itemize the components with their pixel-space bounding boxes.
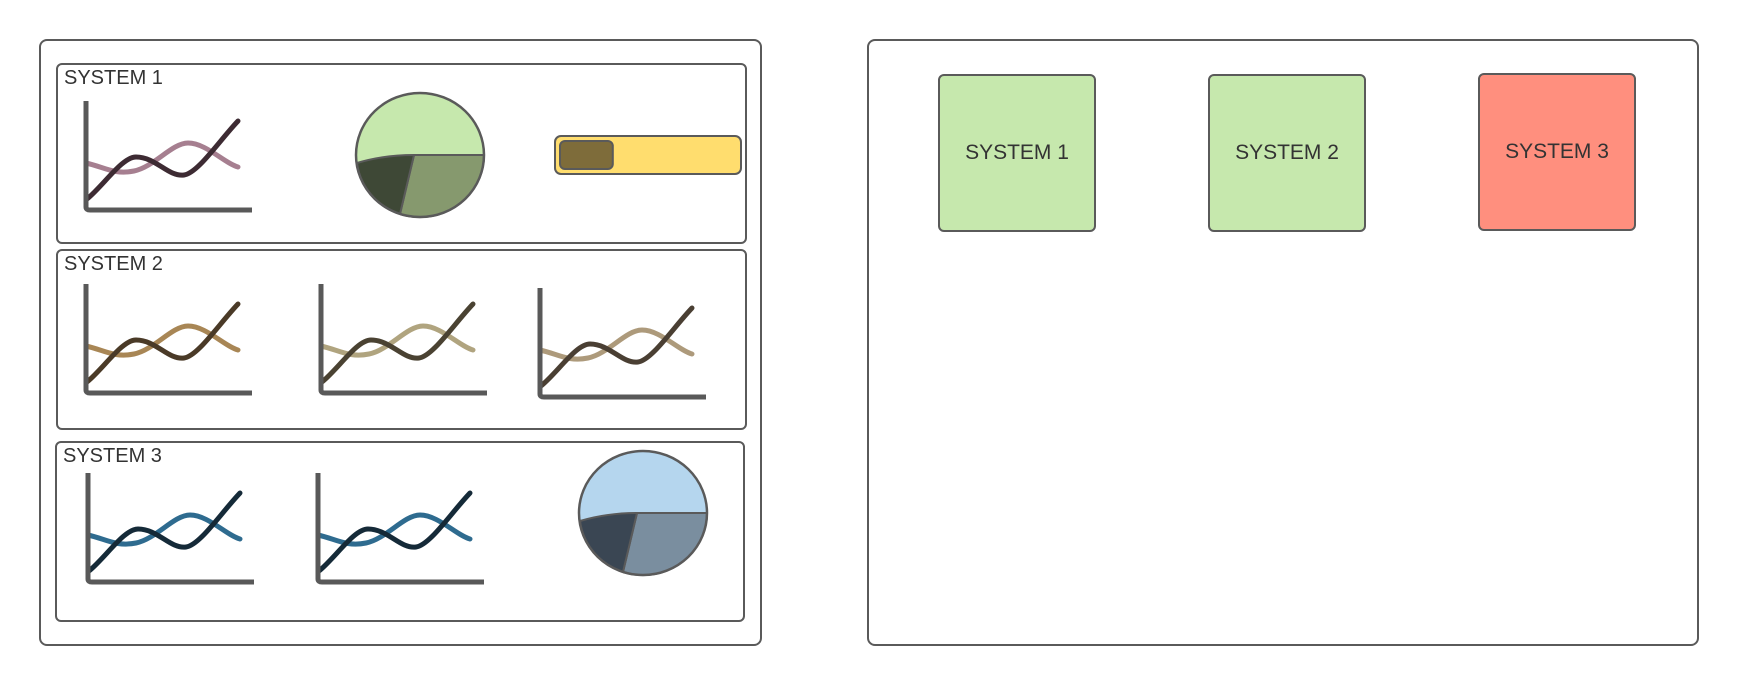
system-1-progress-bar[interactable] bbox=[554, 135, 742, 177]
line-chart-icon bbox=[315, 473, 484, 585]
system-2-line-chart-2[interactable] bbox=[318, 284, 509, 404]
status-box-label: SYSTEM 1 bbox=[965, 141, 1069, 164]
line-chart-icon bbox=[85, 473, 254, 585]
dark-series-line bbox=[319, 301, 476, 385]
progress-bar-icon bbox=[554, 135, 742, 175]
system-2-line-chart-1[interactable] bbox=[83, 284, 274, 404]
system-2-panel: SYSTEM 2 bbox=[56, 249, 747, 430]
system-3-line-chart-2[interactable] bbox=[315, 473, 506, 593]
line-chart-icon bbox=[537, 288, 706, 400]
chart-axes bbox=[537, 288, 706, 400]
dark-series-line bbox=[84, 301, 241, 385]
pie-chart-icon bbox=[577, 449, 709, 577]
line-chart-icon bbox=[83, 101, 252, 213]
status-box-system-2[interactable]: SYSTEM 2 bbox=[1208, 74, 1366, 232]
system-status-panel: SYSTEM 1 SYSTEM 2 SYSTEM 3 bbox=[867, 39, 1699, 646]
line-chart-icon bbox=[83, 284, 252, 396]
system-1-line-chart[interactable] bbox=[83, 101, 274, 221]
pie-outline bbox=[577, 449, 709, 577]
system-2-line-chart-3[interactable] bbox=[537, 288, 728, 408]
chart-axes bbox=[85, 473, 254, 585]
status-box-label: SYSTEM 3 bbox=[1505, 140, 1609, 163]
dark-series-line bbox=[316, 490, 473, 574]
system-dashboard-panel: SYSTEM 1 SYSTEM 2 SYSTEM 3 bbox=[39, 39, 762, 646]
dark-series-line bbox=[538, 305, 695, 389]
chart-axes bbox=[318, 284, 487, 396]
chart-axes bbox=[83, 284, 252, 396]
system-2-label: SYSTEM 2 bbox=[64, 253, 163, 275]
dark-series-line bbox=[86, 490, 243, 574]
system-1-panel: SYSTEM 1 bbox=[56, 63, 747, 244]
system-1-pie-chart[interactable] bbox=[354, 91, 488, 221]
pie-chart-icon bbox=[354, 91, 486, 219]
progress-fill bbox=[559, 140, 614, 170]
system-3-panel: SYSTEM 3 bbox=[55, 441, 745, 622]
system-3-label: SYSTEM 3 bbox=[63, 445, 162, 467]
dark-series-line bbox=[84, 118, 241, 202]
system-1-label: SYSTEM 1 bbox=[64, 67, 163, 89]
chart-axes bbox=[315, 473, 484, 585]
status-box-system-3[interactable]: SYSTEM 3 bbox=[1478, 73, 1636, 231]
pie-outline bbox=[354, 91, 486, 219]
status-box-system-1[interactable]: SYSTEM 1 bbox=[938, 74, 1096, 232]
status-box-label: SYSTEM 2 bbox=[1235, 141, 1339, 164]
system-3-line-chart-1[interactable] bbox=[85, 473, 276, 593]
line-chart-icon bbox=[318, 284, 487, 396]
system-3-pie-chart[interactable] bbox=[577, 449, 711, 579]
chart-axes bbox=[83, 101, 252, 213]
